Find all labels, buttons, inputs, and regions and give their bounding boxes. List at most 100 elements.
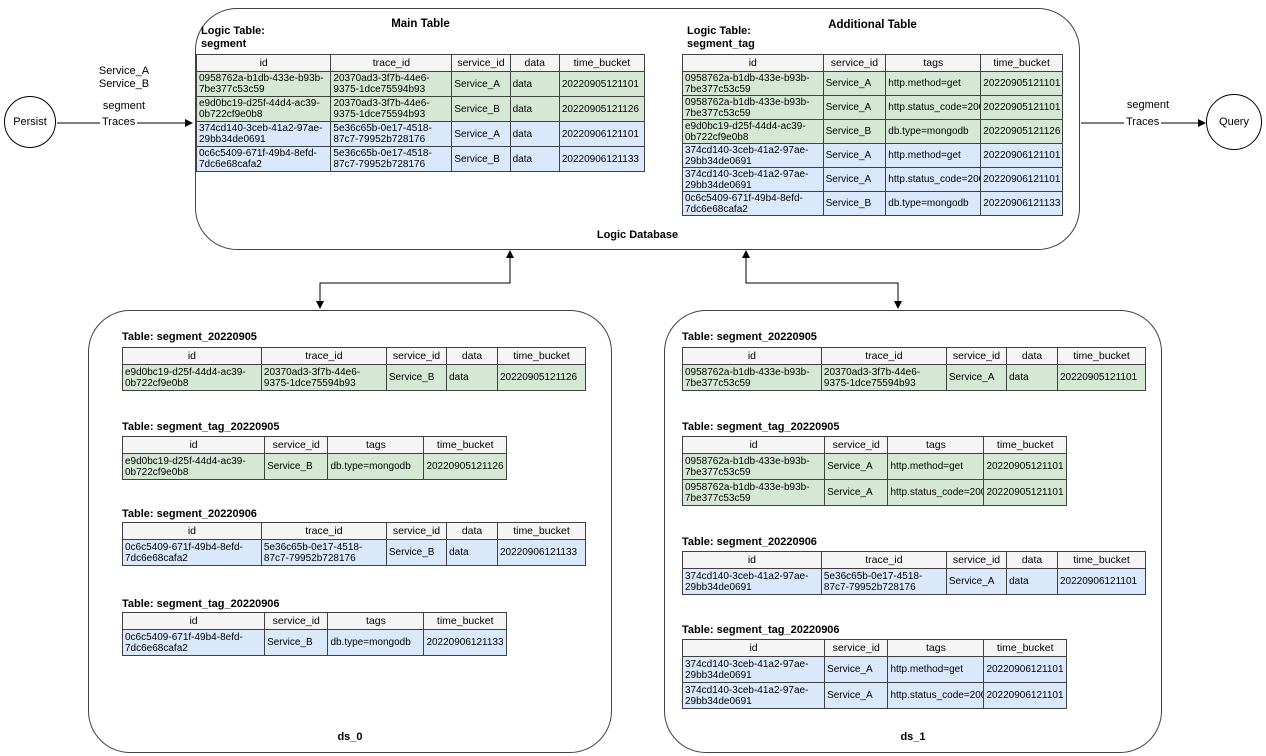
table-cell: 374cd140-3ceb-41a2-97ae-29bb34de0691 — [682, 167, 824, 192]
column-header: tags — [885, 54, 982, 72]
table-cell: Service_B — [822, 119, 887, 144]
table-cell: 0958762a-b1db-433e-b93b-7be377c53c59 — [681, 479, 826, 506]
table-cell: Service_A — [451, 121, 511, 147]
table-cell: db.type=mongodb — [885, 191, 982, 216]
column-header: tags — [327, 436, 425, 454]
column-header: id — [681, 639, 826, 657]
table-cell: data — [509, 71, 560, 97]
ds0-down-arrowhead-icon — [316, 301, 324, 309]
column-header: service_id — [385, 347, 448, 365]
table-cell: 374cd140-3ceb-41a2-97ae-29bb34de0691 — [682, 143, 824, 168]
ds0-segment-20220906-title: Table: segment_20220906 — [122, 508, 257, 520]
column-header: time_bucket — [1057, 551, 1146, 569]
column-header: time_bucket — [983, 436, 1067, 454]
table-cell: 20220905121126 — [497, 364, 586, 391]
table-cell: Service_B — [264, 629, 329, 656]
column-header: id — [682, 54, 824, 72]
column-header: service_id — [945, 347, 1008, 365]
table-cell: e9d0bc19-d25f-44d4-ac39-0b722cf9e0b8 — [122, 364, 262, 391]
table-cell: 20220906121133 — [558, 146, 646, 172]
left-flow-traces-label: Traces — [100, 116, 138, 128]
logic-database-label: Logic Database — [596, 229, 679, 241]
ds0-segment-20220905-title: Table: segment_20220905 — [122, 331, 257, 343]
table-cell: 20220906121101 — [983, 656, 1067, 683]
column-header: id — [121, 612, 266, 630]
table-cell: data — [1006, 364, 1058, 391]
main-table-section-title: Main Table — [391, 18, 450, 30]
column-header: id — [682, 347, 822, 365]
column-header: time_bucket — [497, 522, 586, 540]
table-cell: 20370ad3-3f7b-44e6-9375-1dce75594b93 — [260, 364, 387, 391]
ds1-label: ds_1 — [900, 731, 926, 743]
column-header: trace_id — [330, 54, 453, 72]
table-cell: 20220905121101 — [983, 479, 1067, 506]
persist-node: Persist — [4, 96, 56, 148]
table-cell: Service_A — [822, 95, 887, 120]
table-cell: Service_A — [824, 682, 889, 709]
table-cell: 0958762a-b1db-433e-b93b-7be377c53c59 — [195, 71, 332, 97]
column-header: service_id — [822, 54, 887, 72]
table-cell: 0c6c5409-671f-49b4-8efd-7dc6e68cafa2 — [195, 146, 332, 172]
table-cell: http.status_code=200 — [885, 95, 982, 120]
table-cell: 20220905121101 — [558, 71, 646, 97]
table-cell: 0958762a-b1db-433e-b93b-7be377c53c59 — [682, 364, 822, 391]
table-cell: http.method=get — [887, 656, 985, 683]
left-flow-service-a-label: Service_A — [98, 65, 150, 77]
table-cell: db.type=mongodb — [885, 119, 982, 144]
left-flow-service-b-label: Service_B — [98, 78, 150, 90]
column-header: id — [195, 54, 332, 72]
column-header: service_id — [451, 54, 511, 72]
column-header: time_bucket — [983, 639, 1067, 657]
table-cell: 20220905121101 — [980, 95, 1063, 120]
table-cell: http.status_code=200 — [887, 682, 985, 709]
table-cell: http.method=get — [887, 453, 985, 480]
table-cell: Service_B — [385, 364, 448, 391]
table-cell: Service_B — [822, 191, 887, 216]
logic-table-segment-tag-label: Logic Table: segment_tag — [687, 25, 755, 50]
ds1-segment-tag-20220905-title: Table: segment_tag_20220905 — [682, 421, 840, 433]
table-cell: http.status_code=200 — [885, 167, 982, 192]
table-cell: 5e36c65b-0e17-4518-87c7-79952b728176 — [330, 146, 453, 172]
ds1-segment-20220906-title: Table: segment_20220906 — [682, 536, 817, 548]
table-cell: Service_A — [824, 656, 889, 683]
table-cell: data — [1006, 568, 1058, 595]
ds0-segment-tag-20220906-title: Table: segment_tag_20220906 — [122, 598, 280, 610]
table-cell: 0958762a-b1db-433e-b93b-7be377c53c59 — [682, 95, 824, 120]
ds0-segment-tag-20220905-title: Table: segment_tag_20220905 — [122, 421, 280, 433]
table-cell: Service_A — [824, 453, 889, 480]
table-cell: 20220905121101 — [1057, 364, 1146, 391]
column-header: tags — [887, 436, 985, 454]
table-cell: 20220905121126 — [980, 119, 1063, 144]
column-header: id — [681, 436, 826, 454]
table-cell: 20220905121126 — [423, 453, 507, 480]
additional-table-section-title: Additional Table — [828, 19, 917, 31]
column-header: id — [121, 436, 266, 454]
table-cell: 5e36c65b-0e17-4518-87c7-79952b728176 — [820, 568, 947, 595]
table-cell: 20220906121101 — [980, 143, 1063, 168]
table-cell: 20220906121133 — [497, 539, 586, 566]
ds1-up-arrowhead-icon — [742, 250, 750, 258]
column-header: time_bucket — [558, 54, 646, 72]
column-header: id — [682, 551, 822, 569]
table-cell: Service_B — [385, 539, 448, 566]
column-header: service_id — [385, 522, 448, 540]
